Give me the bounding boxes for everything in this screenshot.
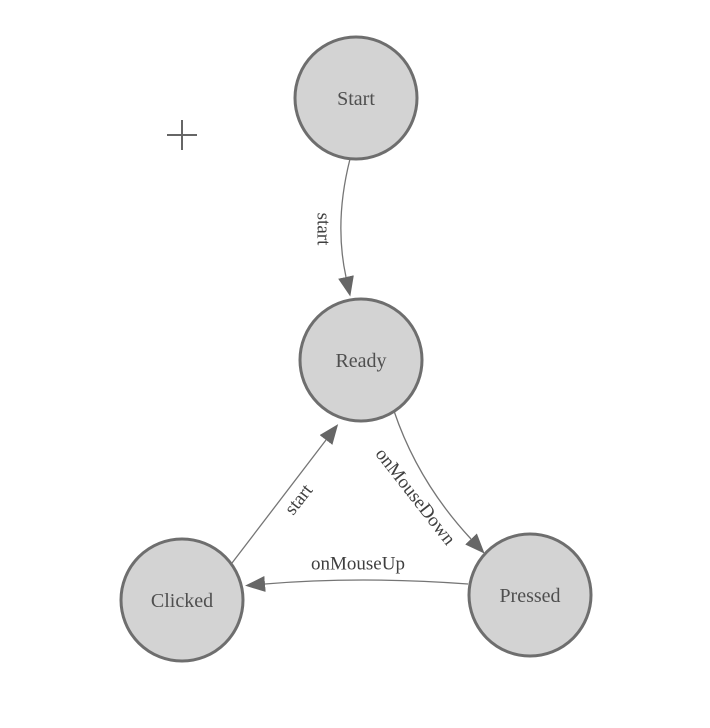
node-pressed[interactable]: Pressed xyxy=(467,532,593,658)
node-circle[interactable] xyxy=(467,532,593,658)
node-circle[interactable] xyxy=(298,297,424,423)
edge-start-to-ready[interactable]: start xyxy=(312,158,354,297)
node-ready[interactable]: Ready xyxy=(298,297,424,423)
node-label: Pressed xyxy=(499,585,560,607)
crosshair-cursor-icon xyxy=(167,120,197,150)
node-label: Start xyxy=(337,88,375,110)
edge-label-start-1: start xyxy=(312,213,333,246)
node-label: Clicked xyxy=(151,590,213,612)
edge-pressed-to-clicked[interactable]: onMouseUp xyxy=(245,554,469,592)
node-clicked[interactable]: Clicked xyxy=(119,537,245,663)
edge-clicked-to-ready[interactable]: start xyxy=(231,424,339,564)
node-circle[interactable] xyxy=(119,537,245,663)
node-label: Ready xyxy=(335,350,386,372)
edge-line[interactable] xyxy=(338,158,354,297)
edge-label-start-2: start xyxy=(281,480,318,519)
node-start[interactable]: Start xyxy=(293,35,419,161)
edge-line[interactable] xyxy=(245,576,469,592)
edge-ready-to-pressed[interactable]: onMouseDown xyxy=(371,410,485,554)
edge-line[interactable] xyxy=(393,410,485,554)
node-circle[interactable] xyxy=(293,35,419,161)
edge-label-onmouseup: onMouseUp xyxy=(311,554,405,575)
edge-line[interactable] xyxy=(231,424,339,564)
